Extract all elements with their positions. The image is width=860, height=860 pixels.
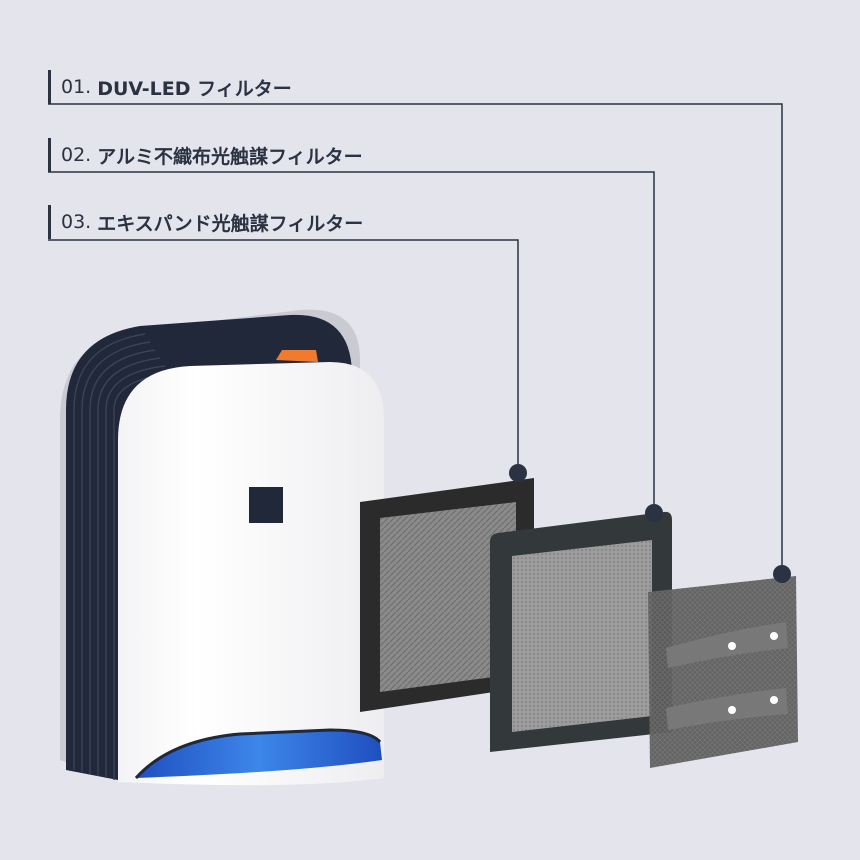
leader-line-3 — [48, 239, 519, 472]
filter-label-1: 01. DUV-LED フィルター — [48, 70, 292, 104]
filter-3 — [648, 576, 798, 768]
filter-name: エキスパンド光触謀フィルター — [97, 212, 364, 235]
leader-line-1 — [48, 103, 783, 572]
filter-name: アルミ不織布光触謀フィルター — [97, 145, 363, 168]
power-button — [276, 350, 318, 362]
filter-number: 01. — [61, 76, 92, 98]
filter-number: 02. — [61, 144, 92, 166]
leader-dot-3 — [509, 464, 527, 482]
filter-label-2: 02. アルミ不織布光触謀フィルター — [48, 138, 363, 172]
air-purifier — [60, 309, 384, 786]
device-front — [118, 362, 384, 786]
leader-dot-1 — [773, 565, 791, 583]
leader-lines — [48, 103, 783, 572]
filter-number: 03. — [61, 211, 92, 233]
filter-2 — [490, 511, 672, 752]
leader-line-2 — [48, 171, 655, 512]
leader-dots — [509, 464, 791, 583]
filter-name: DUV-LED フィルター — [97, 77, 292, 100]
filter-label-3: 03. エキスパンド光触謀フィルター — [48, 205, 363, 239]
sensor-window — [249, 487, 283, 523]
leader-dot-2 — [645, 504, 663, 522]
